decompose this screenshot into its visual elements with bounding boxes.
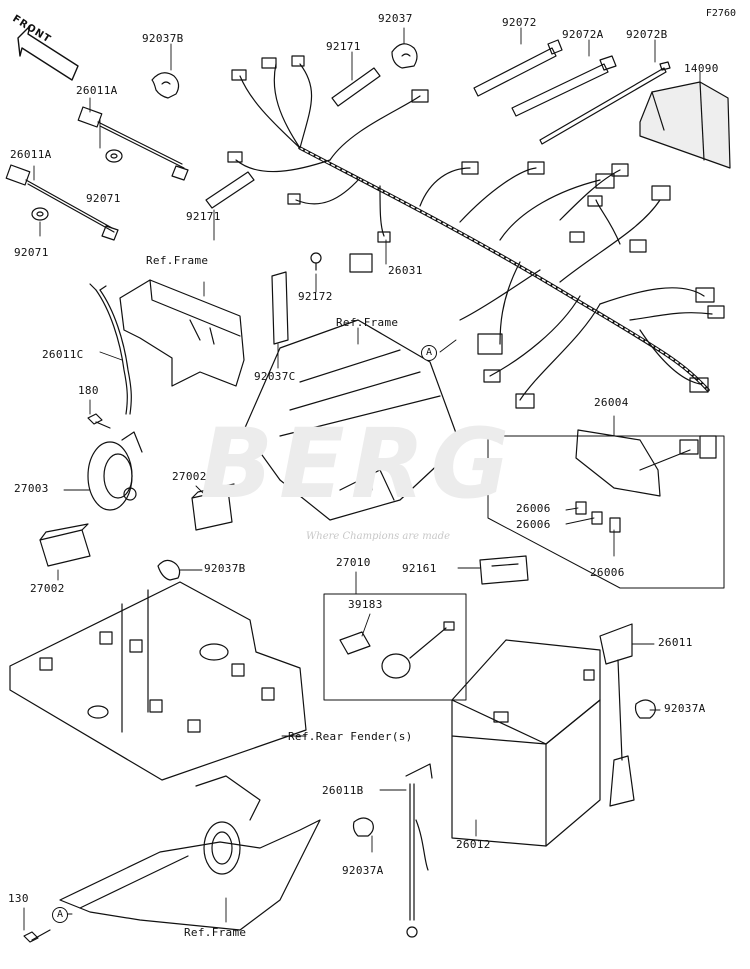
watermark-brand: BERG xyxy=(200,408,516,520)
screw-92172 xyxy=(310,252,322,271)
tray-rear-fender xyxy=(9,581,307,781)
watermark-tagline: Where Champions are made xyxy=(306,531,451,542)
relay-27002-mid xyxy=(191,483,235,531)
relay-27010-group xyxy=(323,593,467,701)
label-27002-mid: 27002 xyxy=(172,470,207,483)
label-26031: 26031 xyxy=(388,264,423,277)
bolt-180 xyxy=(87,413,111,429)
label-92037B-top: 92037B xyxy=(142,32,184,45)
label-26004: 26004 xyxy=(594,396,629,409)
cable-tie-92072B xyxy=(539,61,671,145)
label-26011A-top: 26011A xyxy=(76,84,118,97)
label-ref-rear-fender: Ref.Rear Fender(s) xyxy=(288,730,413,743)
label-180: 180 xyxy=(78,384,99,397)
grommet-92071-a xyxy=(105,149,123,163)
label-92072A: 92072A xyxy=(562,28,604,41)
callout-a-upper: A xyxy=(421,345,437,361)
label-26011B: 26011B xyxy=(322,784,364,797)
label-92037-top: 92037 xyxy=(378,12,413,25)
strip-92171-mid xyxy=(205,171,255,209)
label-92072: 92072 xyxy=(502,16,537,29)
clamp-92037B-mid xyxy=(157,559,181,581)
label-92161: 92161 xyxy=(402,562,437,575)
harness-connectors xyxy=(227,55,725,409)
lead-26011B xyxy=(405,763,433,938)
label-92172: 92172 xyxy=(298,290,333,303)
leader-lines xyxy=(23,27,701,931)
label-92037A-right: 92037A xyxy=(664,702,706,715)
label-92071-b: 92071 xyxy=(14,246,49,259)
strip-92171-top xyxy=(331,67,381,107)
relay-27002-left xyxy=(39,523,91,567)
part-92161 xyxy=(479,555,529,585)
frame-center-chassis xyxy=(243,319,461,521)
cable-tie-92072 xyxy=(473,39,563,97)
frame-bracket-bottom xyxy=(59,775,321,931)
lead-26011C xyxy=(89,283,132,415)
clamp-92037A-bottom xyxy=(352,817,374,837)
grommet-92071-b xyxy=(31,207,49,221)
label-92037A-bottom: 92037A xyxy=(342,864,384,877)
label-26012: 26012 xyxy=(456,838,491,851)
horn-27003 xyxy=(87,431,143,511)
battery-26012 xyxy=(451,639,601,847)
fuses-26006 xyxy=(575,501,621,533)
frame-bracket-upper xyxy=(119,279,245,387)
label-26006-c: 26006 xyxy=(590,566,625,579)
cable-tie-92072A xyxy=(511,55,617,117)
label-26006-b: 26006 xyxy=(516,518,551,531)
cover-14090 xyxy=(639,81,731,169)
strip-92037C xyxy=(271,271,289,345)
label-130: 130 xyxy=(8,892,29,905)
lead-26011A-top xyxy=(77,106,189,181)
lead-26011-right xyxy=(599,623,635,807)
label-92171-mid: 92171 xyxy=(186,210,221,223)
label-26011A-bottom: 26011A xyxy=(10,148,52,161)
callout-a-lower: A xyxy=(52,907,68,923)
label-14090: 14090 xyxy=(684,62,719,75)
clamp-92037-top xyxy=(391,43,418,69)
label-92171-top: 92171 xyxy=(326,40,361,53)
label-92037C: 92037C xyxy=(254,370,296,383)
label-27002-left: 27002 xyxy=(30,582,65,595)
figure-code: F2760 xyxy=(705,8,736,19)
label-27003: 27003 xyxy=(14,482,49,495)
label-26011C: 26011C xyxy=(42,348,84,361)
main-harness-26031 xyxy=(235,63,713,401)
label-26006-a: 26006 xyxy=(516,502,551,515)
bolt-130 xyxy=(23,929,51,943)
clamp-92037B-top xyxy=(151,72,180,99)
clamp-92037A-right xyxy=(634,699,656,719)
label-26011: 26011 xyxy=(658,636,693,649)
label-92037B-mid: 92037B xyxy=(204,562,246,575)
label-ref-frame-1: Ref.Frame xyxy=(146,254,209,267)
label-92071-a: 92071 xyxy=(86,192,121,205)
label-ref-frame-3: Ref.Frame xyxy=(184,926,247,939)
label-92072B: 92072B xyxy=(626,28,668,41)
label-27010: 27010 xyxy=(336,556,371,569)
fuse-box-26004-group xyxy=(487,429,725,589)
label-ref-frame-2: Ref.Frame xyxy=(336,316,399,329)
lead-26011A-bottom xyxy=(5,164,119,241)
label-39183: 39183 xyxy=(348,598,383,611)
front-arrow-icon xyxy=(17,25,79,81)
